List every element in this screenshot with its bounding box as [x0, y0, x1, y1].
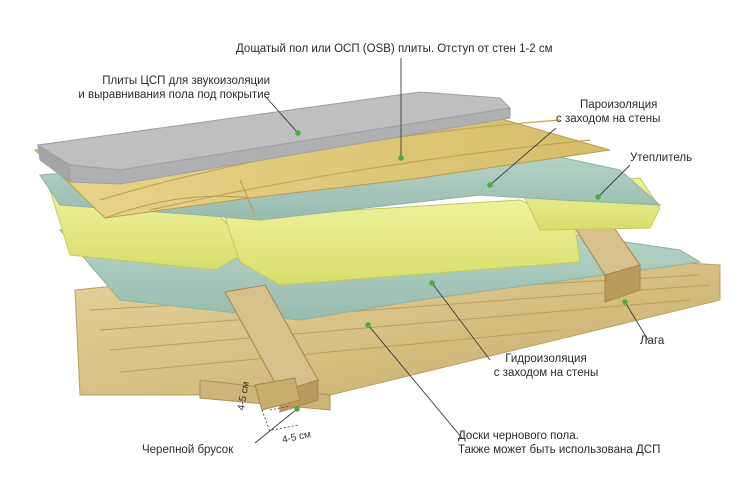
label-waterproof-line2: с заходом на стены — [493, 367, 599, 379]
label-csp-line2: и выравнивания пола под покрытие — [78, 89, 270, 101]
label-csp-line1: Плиты ЦСП для звукоизоляции — [102, 75, 270, 87]
label-rough-line1: Доски чернового пола. — [458, 430, 579, 442]
leader-lines — [254, 58, 649, 444]
label-cranial-bar: Черепной брусок — [142, 444, 234, 456]
leader-dots — [294, 130, 628, 412]
dimension-marks — [261, 405, 299, 433]
label-vapor-line2: с заходом на стены — [556, 113, 661, 125]
joists — [224, 221, 641, 413]
label-top-boards: Дощатый пол или ОСП (OSB) плиты. Отступ … — [236, 43, 553, 55]
label-joist: Лага — [640, 335, 665, 347]
label-insulation: Утеплитель — [630, 152, 693, 164]
csp-slab — [36, 91, 512, 185]
label-rough-line2: Также может быть использована ДСП — [458, 444, 661, 456]
label-waterproof-line1: Гидроизоляция — [505, 353, 587, 365]
label-vapor-line1: Пароизоляция — [580, 99, 658, 111]
